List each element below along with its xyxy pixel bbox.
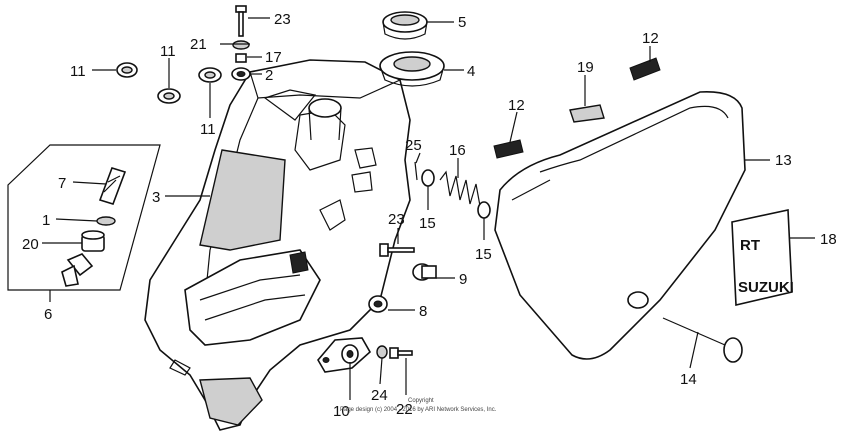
callout-23-mid: 23 — [388, 211, 405, 228]
copyright-line-1: Copyright — [408, 398, 434, 404]
callout-1: 1 — [42, 212, 50, 229]
cock-nozzle-part — [61, 253, 94, 287]
copyright-watermark: Copyright Page design (c) 2004 - 2016 by… — [340, 398, 497, 413]
decal-text-bottom: SUZUKI — [738, 279, 794, 296]
cock-body-part-20 — [81, 230, 105, 252]
cushion-part-2 — [231, 67, 251, 81]
callout-12-top: 12 — [642, 30, 659, 47]
grommet-part-11-c — [198, 67, 222, 83]
callout-7: 7 — [58, 175, 66, 192]
callout-22: 22 — [396, 401, 413, 418]
callout-15-right: 15 — [475, 246, 492, 263]
callout-21: 21 — [190, 36, 207, 53]
callout-15-left: 15 — [419, 215, 436, 232]
fuel-cock-bracket-part-6 — [7, 144, 161, 302]
emblem-part-19 — [569, 104, 605, 123]
callout-6: 6 — [44, 306, 52, 323]
mark-part-12-mid — [493, 139, 524, 159]
callout-13: 13 — [775, 152, 792, 169]
callout-19: 19 — [577, 59, 594, 76]
grommet-part-11-b — [157, 88, 181, 104]
screw-part-14 — [662, 317, 743, 363]
washer-part-21 — [232, 40, 250, 50]
strainer-part-7 — [98, 167, 127, 205]
callout-25: 25 — [405, 137, 422, 154]
callout-24: 24 — [371, 387, 388, 404]
callout-8: 8 — [419, 303, 427, 320]
decal-part-18: RT SUZUKI — [731, 209, 794, 306]
callout-18: 18 — [820, 231, 837, 248]
cap-seat-part-4 — [379, 51, 445, 87]
bolt-part-23-mid — [379, 243, 415, 257]
side-cover-part-13 — [494, 91, 746, 360]
callout-14: 14 — [680, 371, 697, 388]
collar-part-17 — [235, 53, 247, 63]
decal-text-top: RT — [740, 237, 760, 254]
cap-part-5 — [382, 11, 428, 40]
callout-16: 16 — [449, 142, 466, 159]
bolt-part-22 — [389, 347, 413, 359]
washer-part-15-b — [477, 201, 491, 219]
leader-lines — [42, 17, 815, 400]
callout-4: 4 — [467, 63, 475, 80]
callout-12-mid: 12 — [508, 97, 525, 114]
callout-11-left: 11 — [70, 63, 86, 80]
washer-part-24 — [376, 345, 388, 359]
copyright-line-2: Page design (c) 2004 - 2016 by ARI Netwo… — [340, 407, 497, 413]
pin-part-25 — [414, 161, 418, 181]
bracket-part-10 — [317, 337, 372, 373]
mark-part-12-top — [629, 57, 661, 81]
callout-labels: 23 21 17 2 5 4 11 11 11 12 19 12 13 7 1 … — [22, 11, 837, 420]
callout-11-top: 11 — [160, 43, 176, 60]
grommet-part-11-a — [116, 62, 138, 78]
cushion-part-8 — [368, 295, 388, 313]
fuel-tank-part — [144, 59, 411, 431]
callout-3: 3 — [152, 189, 160, 206]
callout-11-bottom: 11 — [200, 121, 216, 138]
spring-part-16 — [439, 170, 481, 207]
callout-9: 9 — [459, 271, 467, 288]
bolt-part-23-top — [235, 5, 247, 37]
collar-part-9 — [412, 263, 437, 281]
o-ring-part-1 — [96, 216, 116, 226]
callout-5: 5 — [458, 14, 466, 31]
callout-2: 2 — [265, 67, 273, 84]
callout-20: 20 — [22, 236, 39, 253]
callout-17: 17 — [265, 49, 282, 66]
callout-23-top: 23 — [274, 11, 291, 28]
callout-10: 10 — [333, 403, 350, 420]
washer-part-15-a — [421, 169, 435, 187]
